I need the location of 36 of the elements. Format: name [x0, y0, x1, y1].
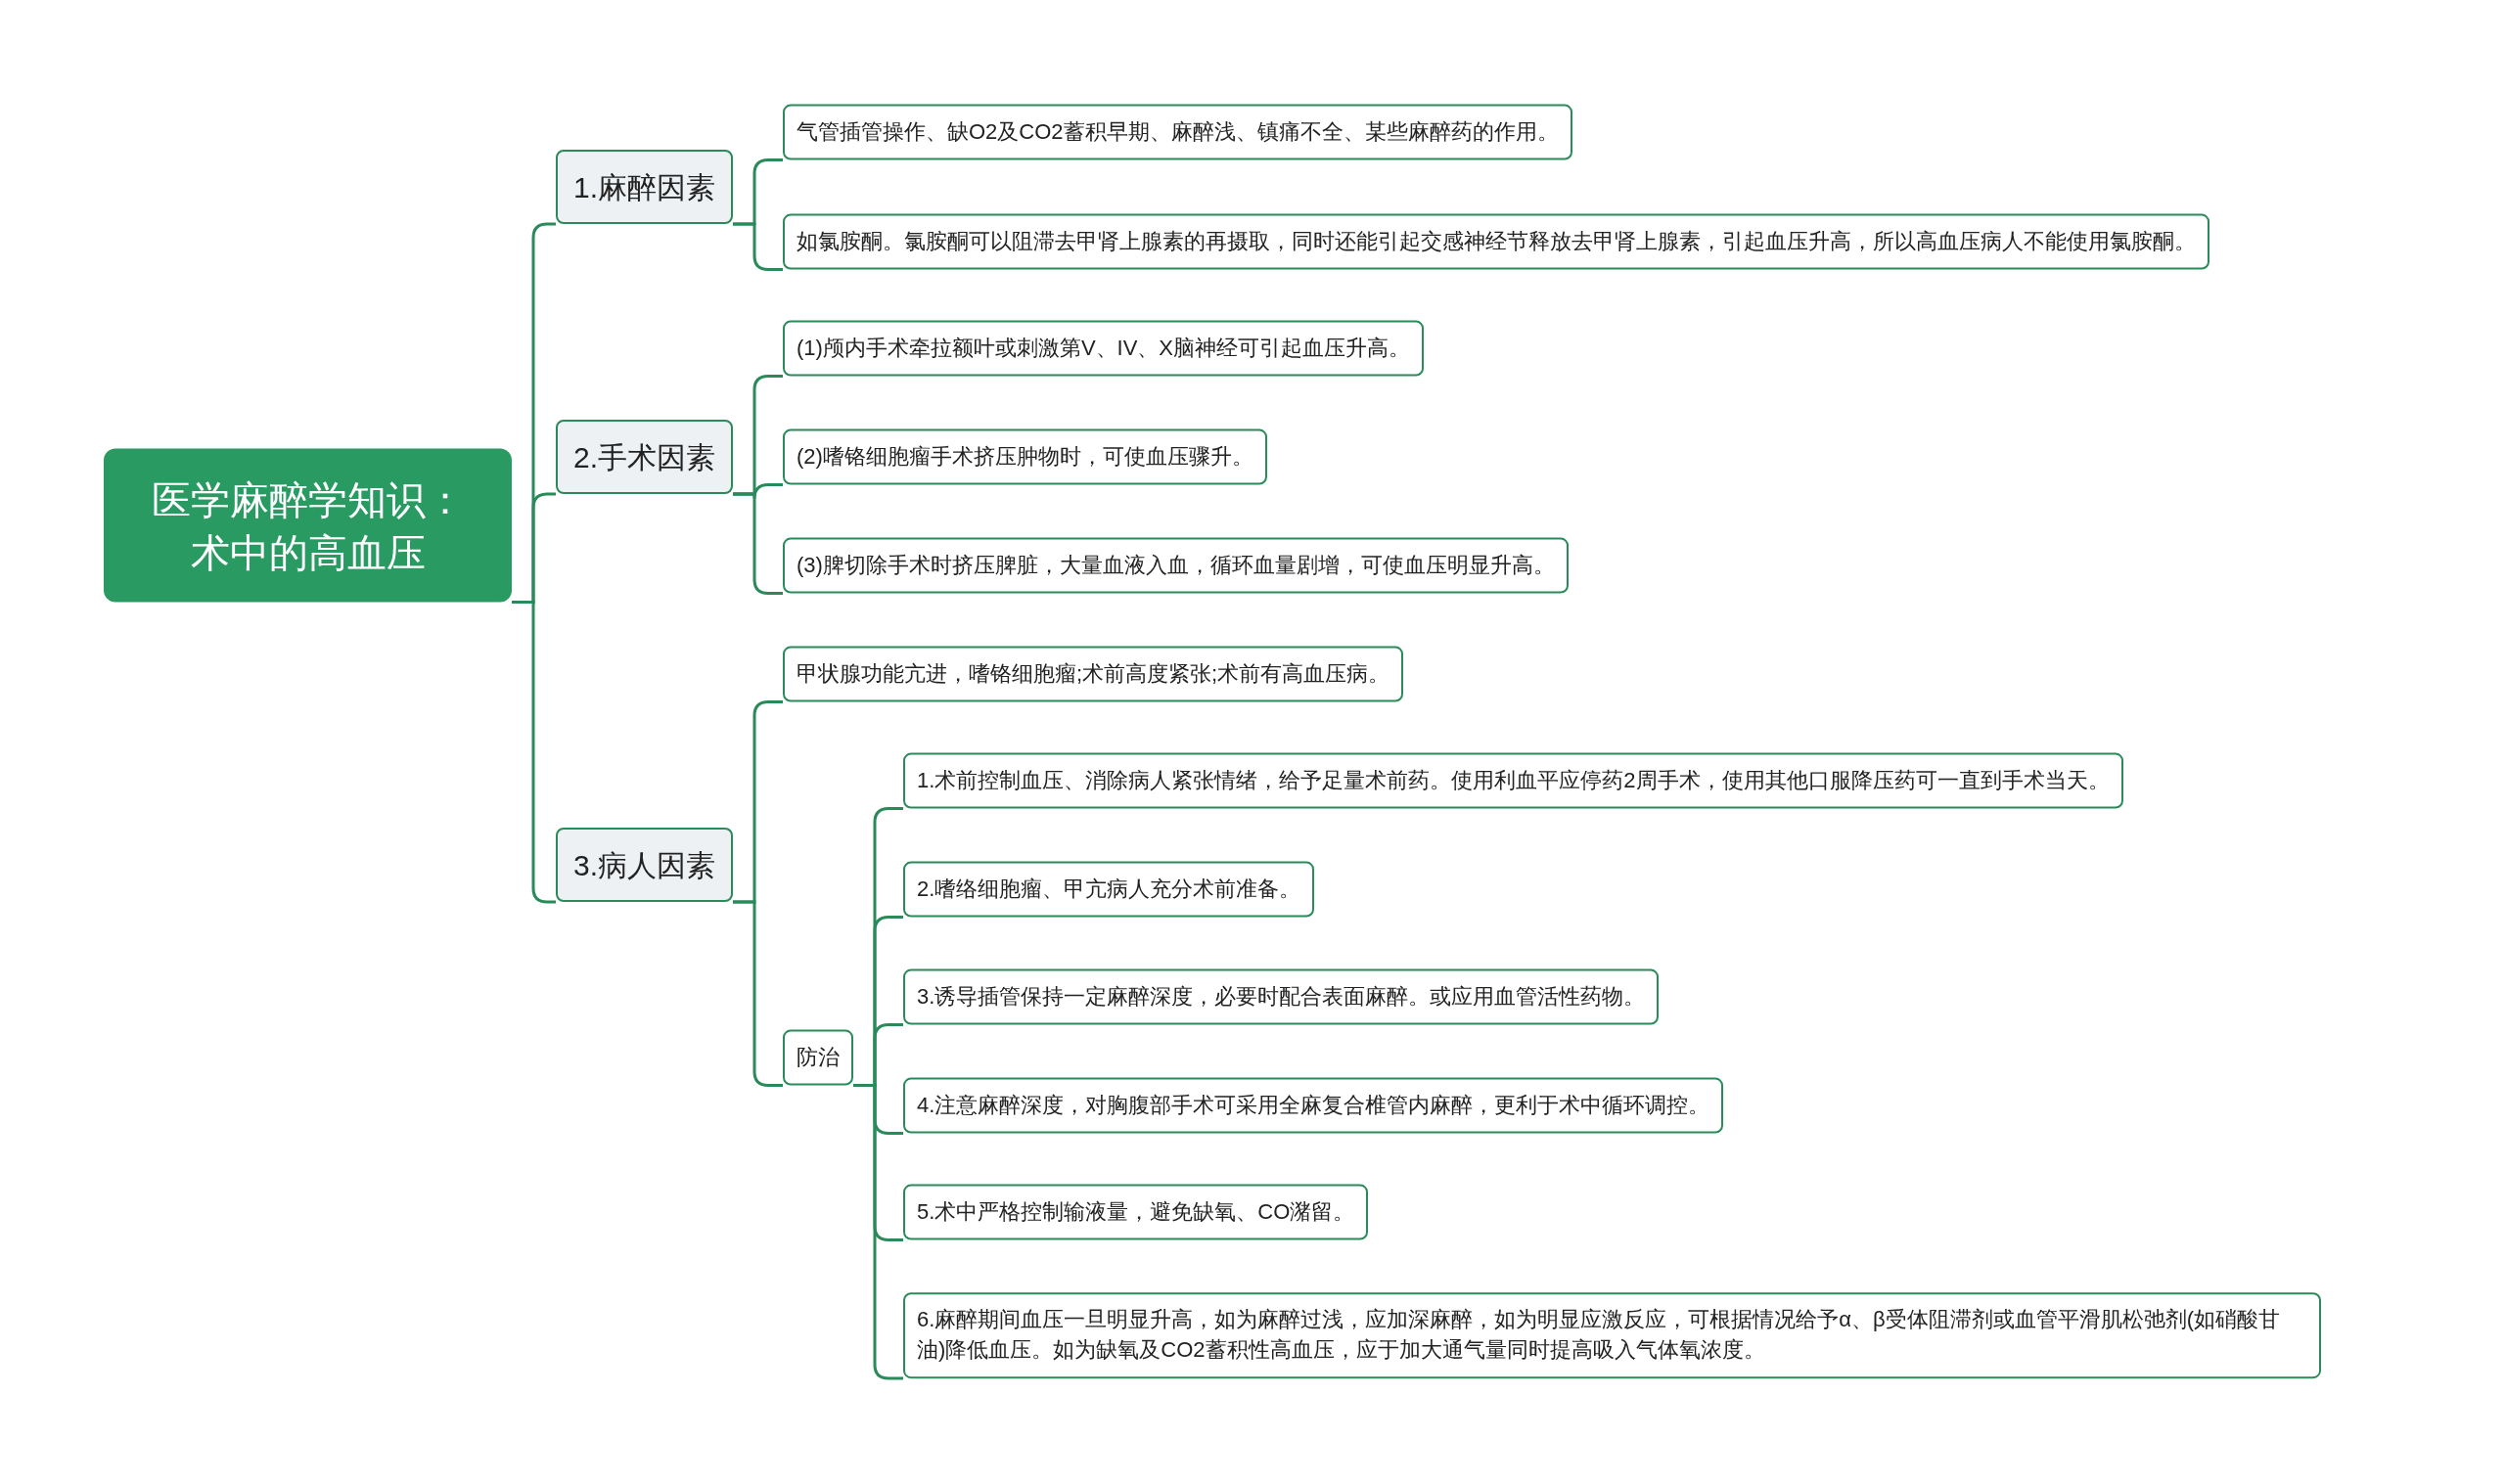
topic-text: 3.病人因素	[573, 847, 716, 883]
topic-text: 防治	[797, 1043, 840, 1071]
topic-text: 1.麻醉因素	[573, 169, 716, 205]
connector-line	[512, 601, 556, 904]
leaf-topic-box	[783, 646, 1404, 702]
leaf-topic-box	[903, 968, 1660, 1025]
leaf-topic-box	[903, 1292, 2321, 1378]
topic-text: 5.术中严格控制输液量，避免缺氧、CO潴留。	[917, 1197, 1355, 1226]
topic-text: (3)脾切除手术时挤压脾脏，大量血液入血，循环血量剧增，可使血压明显升高。	[797, 551, 1555, 579]
root-topic-box	[104, 448, 512, 603]
topic-text: 如氯胺酮。氯胺酮可以阻滞去甲肾上腺素的再摄取，同时还能引起交感神经节释放去甲肾上腺素，引起血压升高，所以高血压病人不能使用氯胺酮。	[797, 227, 2196, 255]
topic-text: 气管插管操作、缺O2及CO2蓄积早期、麻醉浅、镇痛不全、某些麻醉药的作用。	[797, 117, 1559, 146]
topic-text: 2.手术因素	[573, 439, 716, 475]
topic-text: 6.麻醉期间血压一旦明显升高，如为麻醉过浅，应加深麻醉，如为明显应激反应，可根据情况给予α、β受体阻滞剂或血管平滑肌松弛剂(如硝酸甘油)降低血压。如为缺氧及CO2蓄积性高血压，应于加大通气量同时提高吸入气体氧浓度。	[917, 1306, 2282, 1364]
leaf-topic-box	[783, 104, 1572, 160]
leaf-topic-box	[783, 428, 1267, 485]
leaf-topic-box	[903, 1184, 1369, 1240]
leaf-topic-box	[783, 213, 2209, 270]
branch-topic-box	[556, 150, 734, 224]
connector-line	[733, 222, 783, 271]
leaf-topic-box	[783, 537, 1569, 594]
topic-text: (1)颅内手术牵拉额叶或刺激第V、IV、X脑神经可引起血压升高。	[797, 334, 1411, 362]
topic-text: 2.嗜络细胞瘤、甲亢病人充分术前准备。	[917, 875, 1301, 903]
leaf-topic-box	[903, 861, 1315, 918]
topic-text: 1.术前控制血压、消除病人紧张情绪，给予足量术前药。使用利血平应停药2周手术，使用其他口服降压药可一直到手术当天。	[917, 766, 2110, 794]
branch-topic-box	[556, 420, 734, 494]
topic-text: 医学麻醉学知识：术中的高血压	[150, 476, 466, 575]
leaf-topic-box	[903, 1077, 1724, 1134]
topic-text: 3.诱导插管保持一定麻醉深度，必要时配合表面麻醉。或应用血管活性药物。	[917, 982, 1646, 1011]
leaf-topic-box	[783, 1029, 853, 1086]
branch-topic-box	[556, 828, 734, 902]
topic-text: 甲状腺功能亢进，嗜铬细胞瘤;术前高度紧张;术前有高血压病。	[797, 659, 1390, 688]
topic-text: 4.注意麻醉深度，对胸腹部手术可采用全麻复合椎管内麻醉，更利于术中循环调控。	[917, 1091, 1710, 1119]
leaf-topic-box	[903, 752, 2123, 809]
topic-text: (2)嗜铬细胞瘤手术挤压肿物时，可使血压骤升。	[797, 442, 1253, 471]
leaf-topic-box	[783, 320, 1425, 377]
